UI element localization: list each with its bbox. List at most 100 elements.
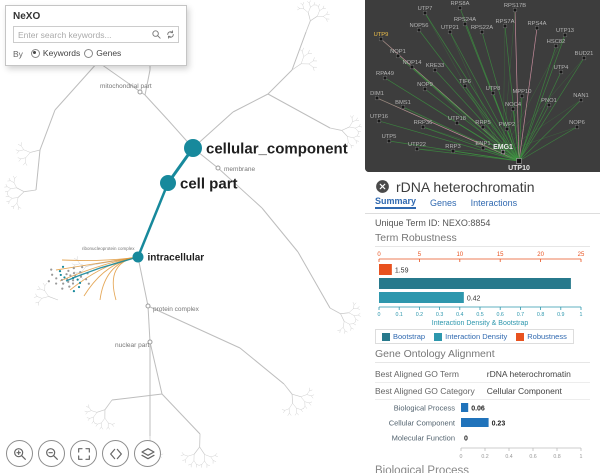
reset-search-icon[interactable]	[165, 29, 176, 40]
tree-branch-label: nuclear part	[115, 342, 150, 349]
network-node-nop56[interactable]	[416, 27, 422, 33]
network-node-mpp10[interactable]	[519, 93, 525, 99]
network-node-label: RPS22A	[471, 25, 493, 31]
network-node-utp7[interactable]	[422, 10, 428, 16]
svg-text:0.6: 0.6	[529, 454, 536, 460]
network-node-label: BMS1	[395, 100, 411, 106]
network-node-rps22a[interactable]	[479, 29, 485, 35]
network-node-label: NOP9	[417, 82, 433, 88]
network-node-tif6[interactable]	[462, 83, 468, 89]
network-node-label: RPS17B	[504, 3, 526, 9]
network-node-utp18[interactable]	[454, 120, 460, 126]
search-by-genes[interactable]: Genes	[84, 48, 121, 58]
network-node-utp10[interactable]	[516, 158, 522, 164]
network-node-label: NOP14	[402, 60, 422, 66]
unique-term-id-label: Unique Term ID:	[375, 218, 440, 228]
network-node-bud21[interactable]	[581, 55, 587, 61]
network-node-rps8a[interactable]	[457, 5, 463, 11]
network-node-utp13[interactable]	[562, 32, 568, 38]
network-node-kre33[interactable]	[432, 67, 438, 73]
network-node-label: DIM1	[370, 91, 384, 97]
network-node-label: RRP5	[475, 120, 490, 126]
network-node-rrp36[interactable]	[420, 124, 426, 130]
zoom-out-button[interactable]	[38, 440, 65, 467]
tree-node-intracellular[interactable]	[132, 251, 144, 263]
network-node-utp4[interactable]	[558, 69, 564, 75]
search-icon[interactable]	[151, 29, 162, 40]
network-node-pwp2[interactable]	[504, 126, 510, 132]
network-node-dim1[interactable]	[374, 95, 380, 101]
close-details-icon[interactable]	[375, 179, 390, 194]
network-node-rps24a[interactable]	[462, 21, 468, 27]
svg-text:0.6: 0.6	[497, 312, 504, 318]
radio-label: Keywords	[42, 48, 81, 58]
bar-value-label: 0.23	[492, 421, 506, 428]
network-node-label: UTP18	[448, 116, 466, 122]
network-node-utp8[interactable]	[490, 90, 496, 96]
network-node-nan1[interactable]	[578, 97, 584, 103]
network-node-utp21[interactable]	[447, 29, 453, 35]
collapse-tree-icon	[109, 448, 122, 459]
search-by-keywords[interactable]: Keywords	[30, 48, 81, 58]
network-node-utp9[interactable]	[378, 36, 384, 42]
legend-swatch	[516, 332, 525, 341]
network-node-label: UTP9	[374, 32, 389, 38]
network-node-label: RPS24A	[454, 17, 476, 23]
bar-biological-process	[461, 403, 469, 412]
tree-node-label: cellular_component	[206, 140, 348, 157]
tree-node-cellular-component[interactable]	[184, 139, 202, 157]
alignment-category-label: Biological Process	[394, 404, 456, 413]
network-node-rps17b[interactable]	[512, 7, 518, 13]
network-node-pno1[interactable]	[546, 102, 552, 108]
network-node-label: NAN1	[573, 93, 588, 99]
zoom-in-button[interactable]	[6, 440, 33, 467]
zoom-in-icon	[13, 447, 26, 460]
network-node-nop6[interactable]	[574, 124, 580, 130]
section-go-alignment: Gene Ontology Alignment	[375, 348, 590, 363]
network-node-rrp3[interactable]	[450, 148, 456, 154]
layers-button[interactable]	[134, 440, 161, 467]
tab-genes[interactable]: Genes	[430, 198, 457, 208]
network-node-nop14[interactable]	[409, 64, 415, 70]
bar-value-label: 0	[464, 436, 468, 443]
network-node-emg1[interactable]	[500, 149, 506, 155]
layers-icon	[140, 447, 155, 459]
fit-to-screen-icon	[77, 447, 90, 460]
network-node-label: UTP21	[441, 25, 459, 31]
svg-text:10: 10	[456, 252, 463, 258]
search-input[interactable]	[13, 26, 179, 43]
network-node-label: UTP16	[370, 114, 388, 120]
network-node-utp22[interactable]	[414, 146, 420, 152]
network-node-nop9[interactable]	[422, 86, 428, 92]
network-node-noc4[interactable]	[510, 106, 516, 112]
legend-item-robustness: Robustness	[516, 332, 567, 341]
app-title: NeXO	[13, 11, 41, 22]
svg-text:0.5: 0.5	[476, 312, 483, 318]
network-node-bms1[interactable]	[400, 104, 406, 110]
network-node-utp5[interactable]	[386, 138, 392, 144]
network-node-enp1[interactable]	[480, 145, 486, 151]
bottom-axis-label: Interaction Density & Bootstrap	[432, 320, 529, 327]
network-node-label: BUD21	[575, 51, 594, 57]
tree-branch-label: membrane	[224, 166, 255, 173]
network-node-rpa49[interactable]	[382, 75, 388, 81]
network-node-hsc82[interactable]	[553, 43, 559, 49]
tab-summary[interactable]: Summary	[375, 196, 417, 209]
network-node-rps7a[interactable]	[502, 23, 508, 29]
network-node-nop1[interactable]	[395, 53, 401, 59]
fit-to-screen-button[interactable]	[70, 440, 97, 467]
svg-text:0.2: 0.2	[481, 454, 488, 460]
network-node-rrp5[interactable]	[480, 124, 486, 130]
tree-node-cell-part[interactable]	[160, 175, 176, 191]
network-node-rps4a[interactable]	[534, 25, 540, 31]
collapse-tree-button[interactable]	[102, 440, 129, 467]
network-node-utp16[interactable]	[376, 118, 382, 124]
unique-term-id-value: NEXO:8854	[442, 218, 491, 228]
alignment-category-label: Cellular Component	[389, 419, 456, 428]
tab-interactions[interactable]: Interactions	[470, 198, 518, 208]
